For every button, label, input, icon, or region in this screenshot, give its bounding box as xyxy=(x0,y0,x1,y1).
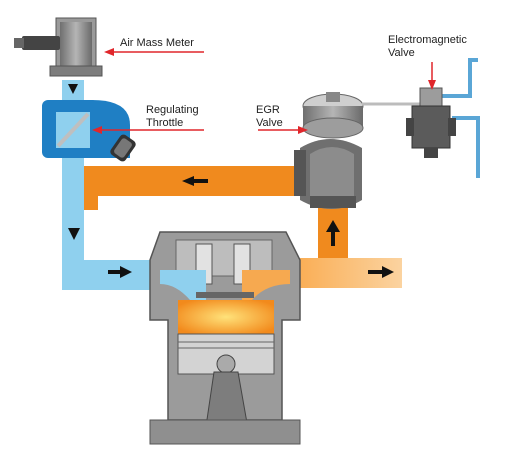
vacuum-line-upper xyxy=(440,58,478,98)
flow-arrow-right-intake-shaft xyxy=(108,270,120,274)
label-regulating-throttle-line1: Regulating xyxy=(146,104,199,116)
flow-arrow-down-meter xyxy=(68,84,78,94)
flow-arrow-right-exhaust xyxy=(382,266,394,278)
exhaust-outlet-pipe xyxy=(270,258,402,288)
flow-arrow-down-intake xyxy=(68,228,80,240)
flow-arrow-up-exhaust xyxy=(326,220,340,232)
egr-return-pipe xyxy=(74,166,300,210)
label-egr-valve: EGR Valve xyxy=(256,104,283,130)
pointer-arrow-egr-valve xyxy=(298,126,308,134)
label-egr-valve-line1: EGR xyxy=(256,104,280,116)
flow-arrows xyxy=(68,84,394,278)
flow-arrow-up-exhaust-shaft xyxy=(331,232,335,246)
vacuum-line-lower xyxy=(452,116,480,178)
label-regulating-throttle: Regulating Throttle xyxy=(146,104,199,130)
flow-arrow-left-egr-shaft xyxy=(194,179,208,183)
flow-arrow-right-intake xyxy=(120,266,132,278)
flow-arrow-left-egr xyxy=(182,176,194,186)
label-electromagnetic-valve-line2: Valve xyxy=(388,47,415,59)
electromagnetic-valve xyxy=(406,87,456,158)
regulating-throttle xyxy=(42,100,136,162)
label-air-mass-meter-text: Air Mass Meter xyxy=(120,37,194,49)
egr-valve xyxy=(294,92,364,209)
label-regulating-throttle-line2: Throttle xyxy=(146,117,184,129)
air-mass-meter xyxy=(14,17,103,77)
engine-cylinder xyxy=(149,231,301,445)
label-electromagnetic-valve-line1: Electromagnetic xyxy=(388,34,467,46)
pointer-arrow-air-mass-meter xyxy=(104,48,114,56)
label-air-mass-meter: Air Mass Meter xyxy=(120,37,194,50)
pointer-arrow-electromagnetic-valve xyxy=(428,80,436,90)
pointer-arrows xyxy=(92,48,436,134)
flow-arrow-right-exhaust-shaft xyxy=(368,270,382,274)
pointer-arrow-throttle xyxy=(92,126,102,134)
label-egr-valve-line2: Valve xyxy=(256,117,283,129)
label-electromagnetic-valve: Electromagnetic Valve xyxy=(388,34,467,60)
